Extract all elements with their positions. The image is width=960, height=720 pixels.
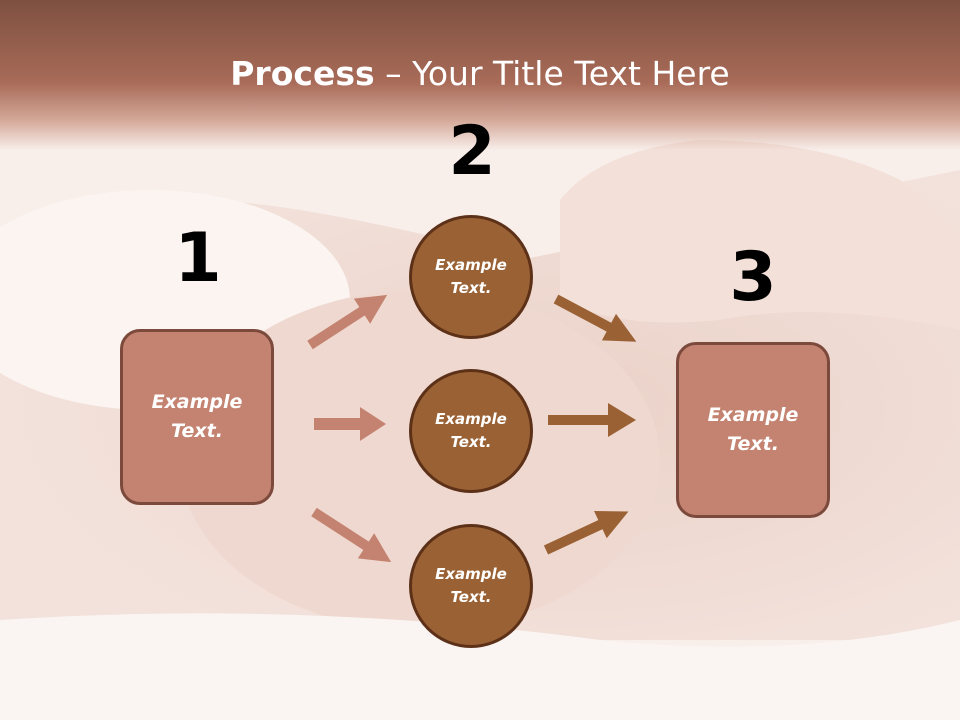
circle-3-label: Example Text. [435,565,507,606]
circle-2-label: Example Text. [435,410,507,451]
step-number-2: 2 [448,112,496,191]
arrow-to-circle-3 [311,507,392,563]
header-band [0,0,960,150]
title-rest: – Your Title Text Here [374,54,730,93]
arrow-to-circle-2 [314,407,386,441]
arrow-from-circle-1 [553,294,637,342]
arrow-to-circle-1 [307,294,388,350]
hand [560,140,960,330]
slide-title: Process – Your Title Text Here [0,52,960,96]
arrow-from-circle-2 [548,403,636,437]
step-1-box-label: Example Text. [151,391,243,442]
step-number-1: 1 [174,219,222,298]
step-number-3: 3 [729,238,777,317]
circle-1-label: Example Text. [435,256,507,297]
step-2-circle-1: Example Text. [409,215,533,339]
step-2-circle-2: Example Text. [409,369,533,493]
step-3-box-label: Example Text. [707,404,799,455]
step-1-box: Example Text. [120,329,274,505]
title-strong: Process [230,54,375,93]
arrow-from-circle-3 [543,511,629,555]
step-2-circle-3: Example Text. [409,524,533,648]
step-3-box: Example Text. [676,342,830,518]
